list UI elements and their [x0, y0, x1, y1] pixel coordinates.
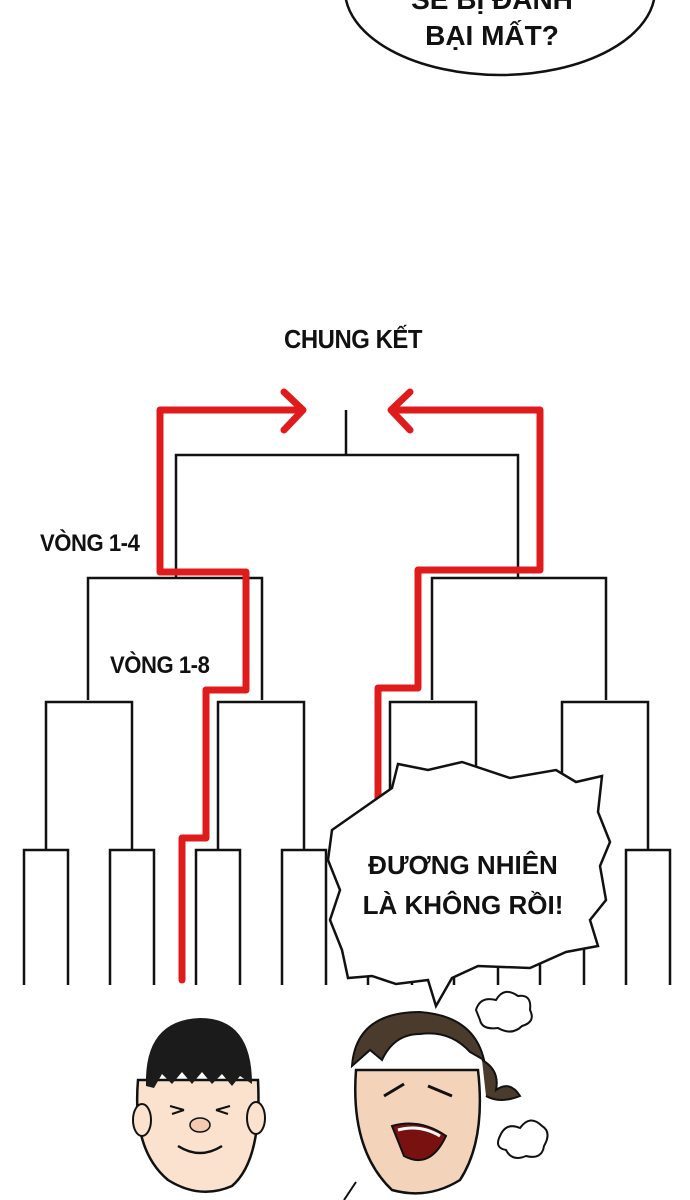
smiling-character-illustration	[132, 1018, 266, 1193]
speech-bubble-line-2: LÀ KHÔNG RỒI!	[362, 890, 564, 920]
anger-puff-icon	[474, 990, 549, 1159]
left-red-path	[156, 406, 304, 984]
left-red-arrowhead	[280, 388, 307, 434]
final-label: CHUNG KẾT	[284, 324, 423, 354]
top-bubble-line-1: SẼ BỊ ĐÁNH	[372, 0, 612, 16]
top-bubble-line-2: BẠI MẤT?	[425, 20, 559, 51]
round-8-label: VÒNG 1-8	[110, 652, 210, 679]
speech-tail-line	[343, 1181, 357, 1200]
jagged-speech-bubble	[326, 760, 612, 1010]
right-red-arrowhead	[387, 388, 414, 434]
speech-bubble-line-1: ĐƯƠNG NHIÊN	[368, 850, 558, 880]
top-speech-bubble	[344, 0, 656, 77]
round-4-label: VÒNG 1-4	[40, 530, 140, 557]
tournament-bracket	[22, 410, 672, 985]
shouting-character-illustration	[350, 1010, 522, 1195]
